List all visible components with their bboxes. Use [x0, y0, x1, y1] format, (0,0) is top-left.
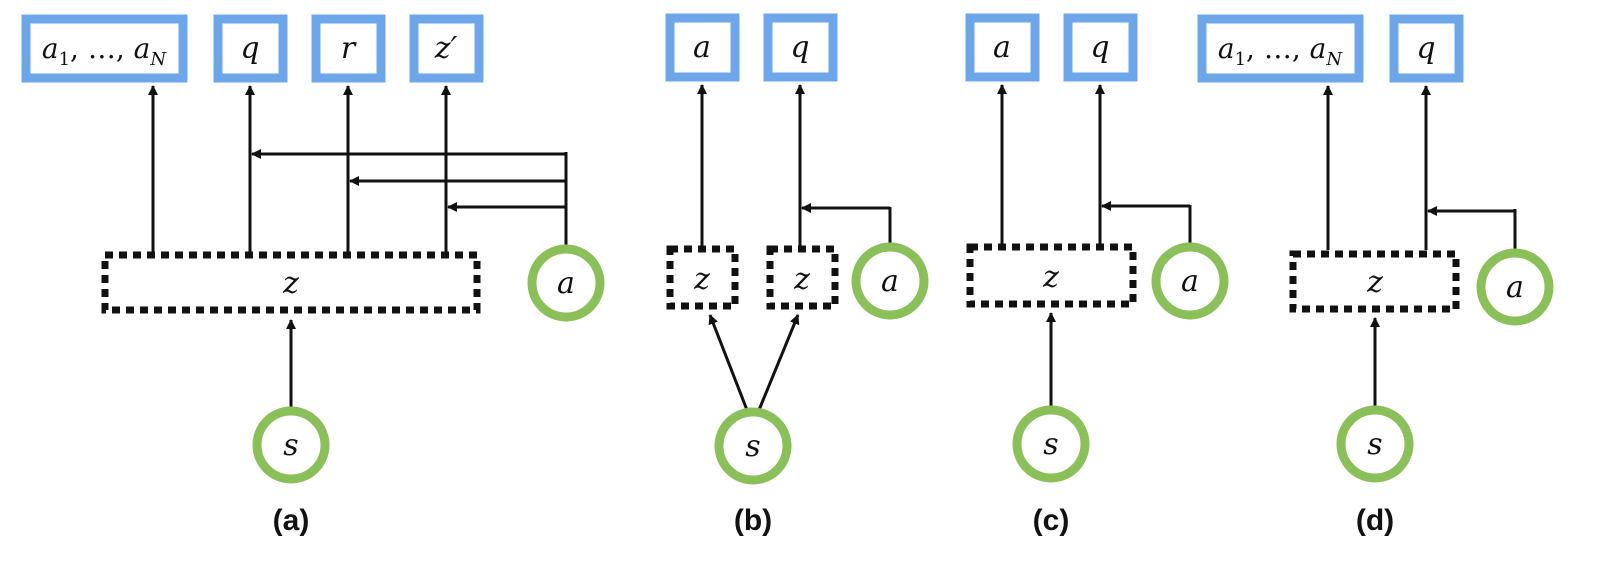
action-input-label: a: [881, 264, 899, 299]
arrow-s-to-z-left: [708, 314, 749, 411]
a-label: a: [993, 30, 1011, 65]
panel-d: a1, …, aN q z a s (d): [1197, 14, 1554, 537]
state-input-label: s: [745, 429, 760, 464]
state-input-label: s: [1043, 427, 1058, 462]
output-box-zprime-a: z′: [409, 14, 484, 83]
panel-caption: (c): [1033, 504, 1070, 537]
panel-caption: (b): [734, 504, 772, 537]
latent-right-label: z: [793, 262, 810, 297]
state-input-label: s: [1367, 427, 1382, 462]
action-input-circle-b: a: [851, 242, 929, 320]
latent-box-right-b: z: [766, 245, 839, 310]
state-input-circle-c: s: [1012, 405, 1090, 483]
latent-label: z: [282, 266, 299, 301]
action-input-label: a: [1506, 270, 1524, 305]
latent-label: z: [1366, 265, 1383, 300]
latent-label: z: [1042, 260, 1059, 295]
q-label: q: [1090, 30, 1109, 65]
arrow-s-to-z-right: [757, 314, 800, 411]
state-input-circle-a: s: [252, 406, 330, 484]
action-input-circle-c: a: [1151, 242, 1229, 320]
panel-caption: (a): [273, 504, 310, 537]
action-input-label: a: [557, 266, 575, 301]
q-label: q: [790, 30, 809, 65]
output-box-q-c: q: [1063, 13, 1138, 82]
latent-box-c: z: [966, 243, 1137, 308]
action-input-label: a: [1181, 264, 1199, 299]
output-box-q-a: q: [213, 14, 288, 83]
output-box-actions-a: a1, …, aN: [21, 14, 188, 83]
state-input-circle-b: s: [714, 407, 792, 485]
q-label: q: [240, 31, 259, 66]
output-box-r-a: r: [311, 14, 386, 83]
a-label: a: [693, 30, 711, 65]
actions-label: a1, …, aN: [1218, 32, 1343, 70]
zprime-label: z′: [434, 31, 458, 66]
latent-box-left-b: z: [666, 245, 739, 310]
output-box-a-c: a: [965, 13, 1040, 82]
state-input-label: s: [283, 428, 298, 463]
actions-label: a1, …, aN: [42, 32, 167, 70]
action-input-circle-a: a: [527, 244, 605, 322]
panel-caption: (d): [1356, 504, 1394, 537]
action-input-circle-d: a: [1476, 248, 1554, 326]
state-input-circle-d: s: [1336, 405, 1414, 483]
q-label: q: [1416, 31, 1435, 66]
latent-box-a: z: [101, 251, 481, 314]
output-box-actions-d: a1, …, aN: [1197, 14, 1364, 83]
output-box-a-b: a: [665, 13, 740, 82]
panel-b: a q z z a s (b): [665, 13, 929, 537]
output-box-q-d: q: [1389, 14, 1464, 83]
latent-left-label: z: [693, 262, 710, 297]
panel-a: a1, …, aN q r z′ z: [21, 14, 605, 537]
r-label: r: [341, 31, 357, 66]
output-box-q-b: q: [763, 13, 838, 82]
panel-c: a q z a s (c): [965, 13, 1229, 537]
latent-box-d: z: [1289, 250, 1460, 313]
